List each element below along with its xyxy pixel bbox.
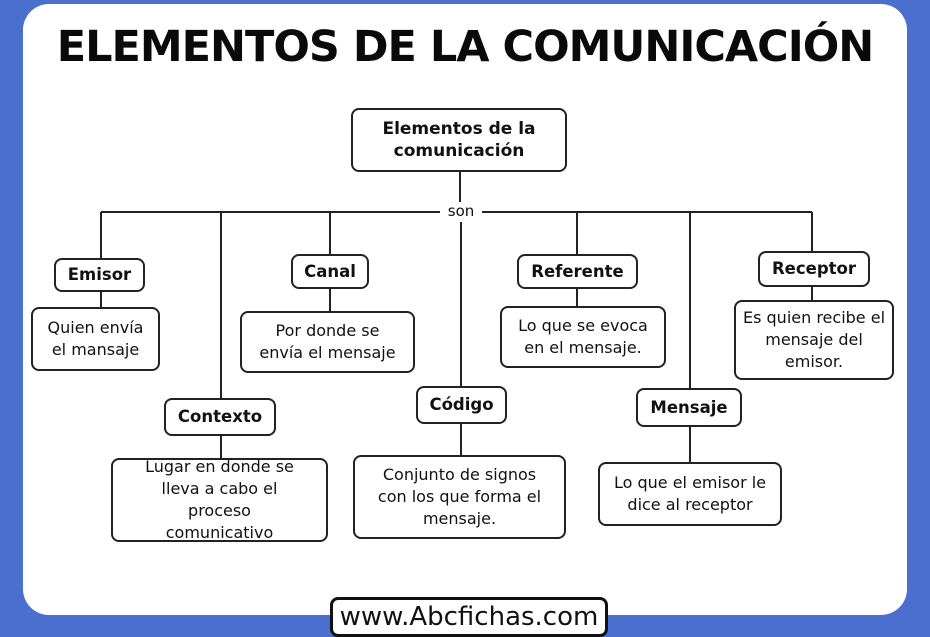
page-title: ELEMENTOS DE LA COMUNICACIÓN xyxy=(56,22,875,72)
connector-lines xyxy=(100,172,813,462)
contexto-desc: Lugar en donde se lleva a cabo el proces… xyxy=(111,457,328,542)
canal-desc: Por donde se envía el mensaje xyxy=(240,311,415,373)
root-node: Elementos de la comunicación xyxy=(351,108,567,172)
contexto-node: Contexto xyxy=(164,398,276,436)
codigo-desc: Conjunto de signos con los que forma el … xyxy=(353,455,566,539)
canal-node: Canal xyxy=(291,254,369,289)
emisor-desc: Quien envía el mansaje xyxy=(31,307,160,371)
referente-node: Referente xyxy=(517,254,638,289)
watermark: www.Abcfichas.com xyxy=(330,597,608,637)
receptor-desc: Es quien recibe el mensaje del emisor. xyxy=(734,300,894,380)
son-label: son xyxy=(440,202,482,220)
codigo-node: Código xyxy=(416,386,507,424)
mensaje-desc: Lo que el emisor le dice al receptor xyxy=(598,462,782,526)
receptor-node: Receptor xyxy=(758,251,870,287)
referente-desc: Lo que se evoca en el mensaje. xyxy=(500,306,666,368)
emisor-node: Emisor xyxy=(54,258,145,292)
mensaje-node: Mensaje xyxy=(636,388,742,427)
